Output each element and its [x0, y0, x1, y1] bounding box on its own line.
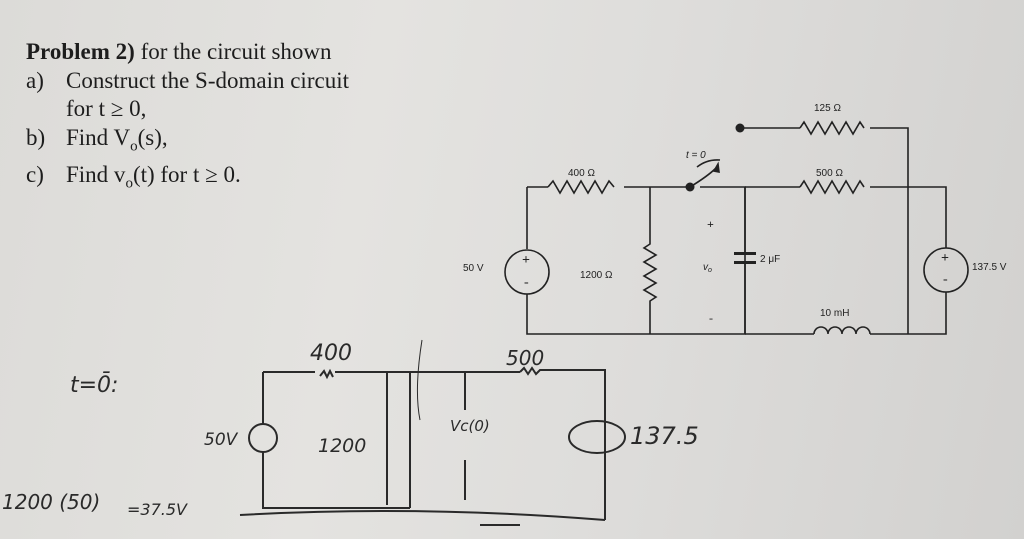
cap-plate-top	[734, 252, 756, 255]
resistor-1200	[642, 187, 658, 334]
resistor-400	[547, 179, 615, 195]
part-b-tail: (s),	[137, 124, 168, 150]
sketch-bottom-left	[262, 452, 410, 509]
note-137: 137.5	[630, 422, 699, 450]
label-50v: 50 V	[463, 263, 484, 274]
part-c-label: c)	[26, 161, 44, 187]
label-400: 400 Ω	[568, 168, 595, 179]
switch-contact-top	[735, 123, 745, 133]
switch-contact-mid	[685, 182, 695, 192]
label-125: 125 Ω	[814, 103, 841, 114]
part-c-sub: o	[125, 175, 133, 192]
inductor-10mh	[813, 326, 871, 335]
note-calc: 1200 (50)	[2, 490, 100, 514]
wire-500-right	[870, 186, 947, 248]
problem-title: Problem 2) for the circuit shown	[26, 38, 446, 67]
problem-number: Problem 2)	[26, 39, 135, 64]
note-vc0: Vc(0)	[450, 417, 490, 435]
part-b-label: b)	[26, 124, 46, 150]
source-50v-plus: +	[522, 253, 530, 268]
sketch-top-wire	[263, 366, 606, 520]
sketch-bottom-wire	[239, 510, 606, 521]
note-500: 500	[506, 346, 544, 370]
part-a-cont: for t ≥ 0,	[26, 95, 446, 124]
label-500: 500 Ω	[816, 168, 843, 179]
sketch-1200-branch	[386, 372, 411, 508]
switch-mark	[696, 159, 721, 168]
sketch-source-50	[248, 423, 278, 453]
source-137v-minus: -	[943, 272, 948, 287]
part-c-tail: (t) for t ≥ 0.	[132, 161, 241, 187]
resistor-125	[799, 120, 865, 136]
label-10mh: 10 mH	[820, 308, 849, 319]
sketch-source-137	[568, 420, 626, 454]
part-a-label: a)	[26, 67, 44, 93]
source-50v-minus: -	[524, 275, 529, 290]
label-1200: 1200 Ω	[580, 270, 613, 281]
vo-minus: -	[709, 311, 713, 325]
cap-plate-bottom	[734, 261, 756, 264]
note-1200: 1200	[318, 435, 366, 457]
note-400: 400	[310, 341, 352, 366]
part-c-text: Find v	[66, 161, 126, 187]
note-calc-result: =37.5V	[127, 500, 188, 519]
problem-title-text: for the circuit shown	[134, 39, 332, 64]
part-b: b) Find Vo(s),	[26, 124, 446, 161]
label-cap: 2 μF	[760, 254, 780, 265]
resistor-500	[799, 179, 865, 195]
part-c: c) Find vo(t) for t ≥ 0.	[26, 161, 446, 198]
vo-plus: +	[707, 217, 714, 231]
part-b-text: Find V	[66, 124, 131, 150]
note-50v: 50V	[204, 430, 239, 450]
problem-statement: Problem 2) for the circuit shown a) Const…	[26, 38, 446, 198]
label-137v: 137.5 V	[972, 262, 1007, 273]
sketch-stroke	[416, 339, 423, 421]
wire-125-right	[870, 127, 909, 334]
source-137v-plus: +	[941, 251, 949, 266]
label-vo: vo	[703, 262, 712, 274]
label-switch: t = 0	[686, 150, 706, 161]
note-t0: t=0̄:	[70, 372, 118, 398]
part-a-text: Construct the S-domain circuit	[66, 67, 349, 93]
part-b-sub: o	[130, 138, 138, 155]
part-a-text-2: for t ≥ 0,	[66, 96, 147, 121]
switch-arrow	[712, 161, 720, 174]
part-a: a) Construct the S-domain circuit	[26, 67, 446, 96]
wire-right-bottom	[870, 292, 947, 335]
